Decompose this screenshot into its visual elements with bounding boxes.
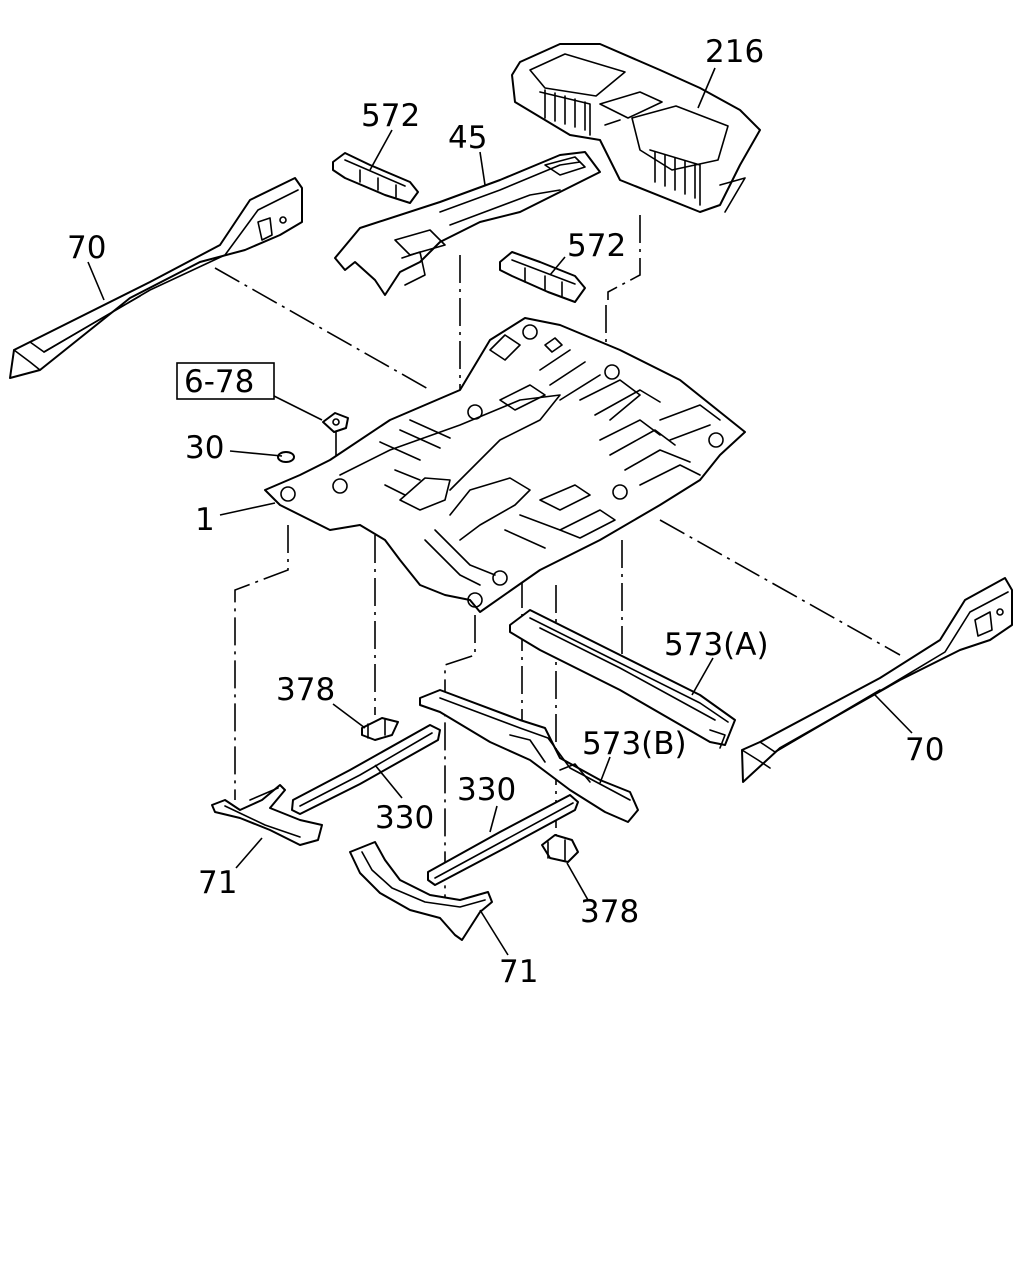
label-70-left: 70 [67, 230, 106, 266]
part-572-upper-bracket [332, 152, 419, 204]
part-378-right-bracket [541, 834, 579, 863]
part-378-left-bracket [361, 717, 399, 741]
label-71-left: 71 [198, 865, 237, 901]
reference-box-6-78 [176, 362, 275, 400]
part-572-right-bracket [499, 251, 586, 303]
label-1: 1 [195, 502, 215, 538]
leader-lines [87, 67, 913, 956]
label-573a: 573(A) [664, 627, 769, 663]
label-330-right: 330 [457, 772, 516, 808]
part-330-right-rail [427, 794, 579, 886]
part-216-console-box [511, 43, 761, 213]
label-378-right: 378 [580, 894, 639, 930]
label-45: 45 [448, 120, 487, 156]
label-378-left: 378 [276, 672, 335, 708]
part-71-left-outrigger [211, 784, 323, 846]
alignment-lines [214, 215, 901, 900]
part-573a-cross-member [509, 609, 736, 749]
label-572-upper: 572 [361, 98, 420, 134]
part-30-plug [277, 451, 295, 463]
part-6-78-nut [322, 412, 349, 433]
part-1-floor-panel [264, 317, 746, 613]
part-70-right-sill [741, 577, 1013, 783]
label-70-right: 70 [905, 732, 944, 768]
label-71-bottom: 71 [499, 954, 538, 990]
part-573b-cross-member [419, 689, 639, 823]
part-labels: 216 572 45 572 70 6-78 30 1 573(A) 378 5… [67, 34, 944, 990]
label-216: 216 [705, 34, 764, 70]
part-71-bottom-outrigger [349, 841, 493, 941]
label-30: 30 [185, 430, 224, 466]
label-6-78: 6-78 [184, 364, 254, 400]
part-45-tunnel-plate [334, 151, 601, 296]
part-70-left-sill [9, 177, 303, 379]
label-572-right: 572 [567, 228, 626, 264]
part-330-left-rail [291, 724, 441, 815]
label-330-left: 330 [375, 800, 434, 836]
label-573b: 573(B) [582, 726, 687, 762]
